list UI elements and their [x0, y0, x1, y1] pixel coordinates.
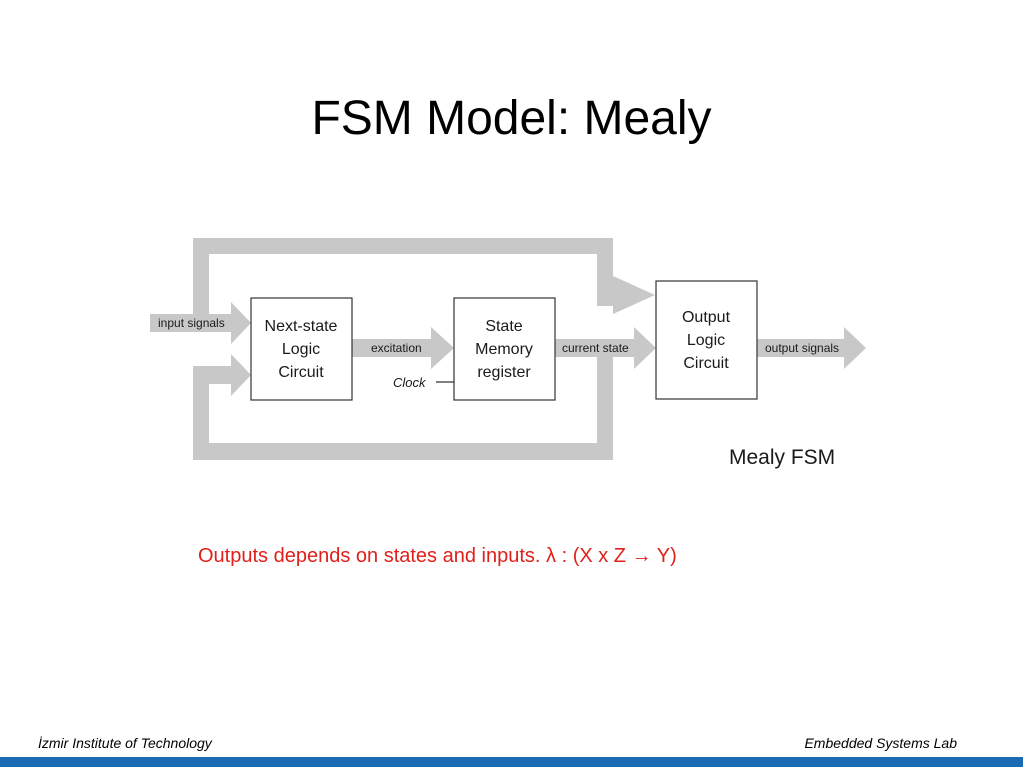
slide-title: FSM Model: Mealy: [311, 92, 712, 145]
state-memory-label-line3: register: [477, 364, 531, 381]
output-logic-circuit-box: [655, 280, 758, 400]
excitation-shaft: [352, 339, 432, 357]
footer-institute: İzmir Institute of Technology: [38, 735, 212, 751]
clock-label: Clock: [393, 375, 427, 390]
output-logic-label-line3: Circuit: [683, 355, 729, 372]
output-signals-arrowhead: [844, 327, 866, 369]
feedback-bottom-shaft: [193, 366, 233, 384]
footer-lab: Embedded Systems Lab: [804, 735, 957, 751]
next-state-label-line2: Logic: [282, 341, 320, 358]
output-signals-shaft: [757, 339, 845, 357]
current-state-arrowhead: [634, 327, 656, 369]
feedback-to-output-shaft: [597, 284, 615, 306]
state-memory-label-line2: Memory: [475, 341, 533, 358]
feedback-top-left-vertical: [193, 238, 209, 318]
next-state-label-line3: Circuit: [278, 364, 324, 381]
excitation-label: excitation: [371, 341, 422, 355]
footer-bar: [0, 757, 1023, 767]
feedback-bottom-arrowhead: [231, 354, 251, 396]
input-signals-shaft: [150, 314, 232, 332]
current-state-label: current state: [562, 341, 629, 355]
input-signals-label: input signals: [158, 316, 225, 330]
next-state-label-line1: Next-state: [265, 318, 338, 335]
feedback-to-output-arrowhead: [613, 276, 655, 314]
current-state-shaft: [555, 339, 635, 357]
input-signals-arrowhead: [231, 302, 251, 344]
output-logic-label-line1: Output: [682, 309, 731, 326]
feedback-bottom-bar: [193, 443, 613, 460]
feedback-bottom-left-vertical: [193, 366, 209, 460]
next-state-logic-box: [250, 297, 353, 401]
excitation-arrowhead: [431, 327, 454, 369]
feedback-bottom-right-vertical: [597, 355, 613, 460]
feedback-top-bar: [193, 238, 613, 254]
mealy-fsm-label: Mealy FSM: [729, 446, 835, 469]
output-signals-label: output signals: [765, 341, 839, 355]
state-memory-register-box: [453, 297, 556, 401]
output-logic-label-line2: Logic: [687, 332, 725, 349]
caption-text: Outputs depends on states and inputs. λ …: [198, 545, 677, 567]
state-memory-label-line1: State: [485, 318, 522, 335]
